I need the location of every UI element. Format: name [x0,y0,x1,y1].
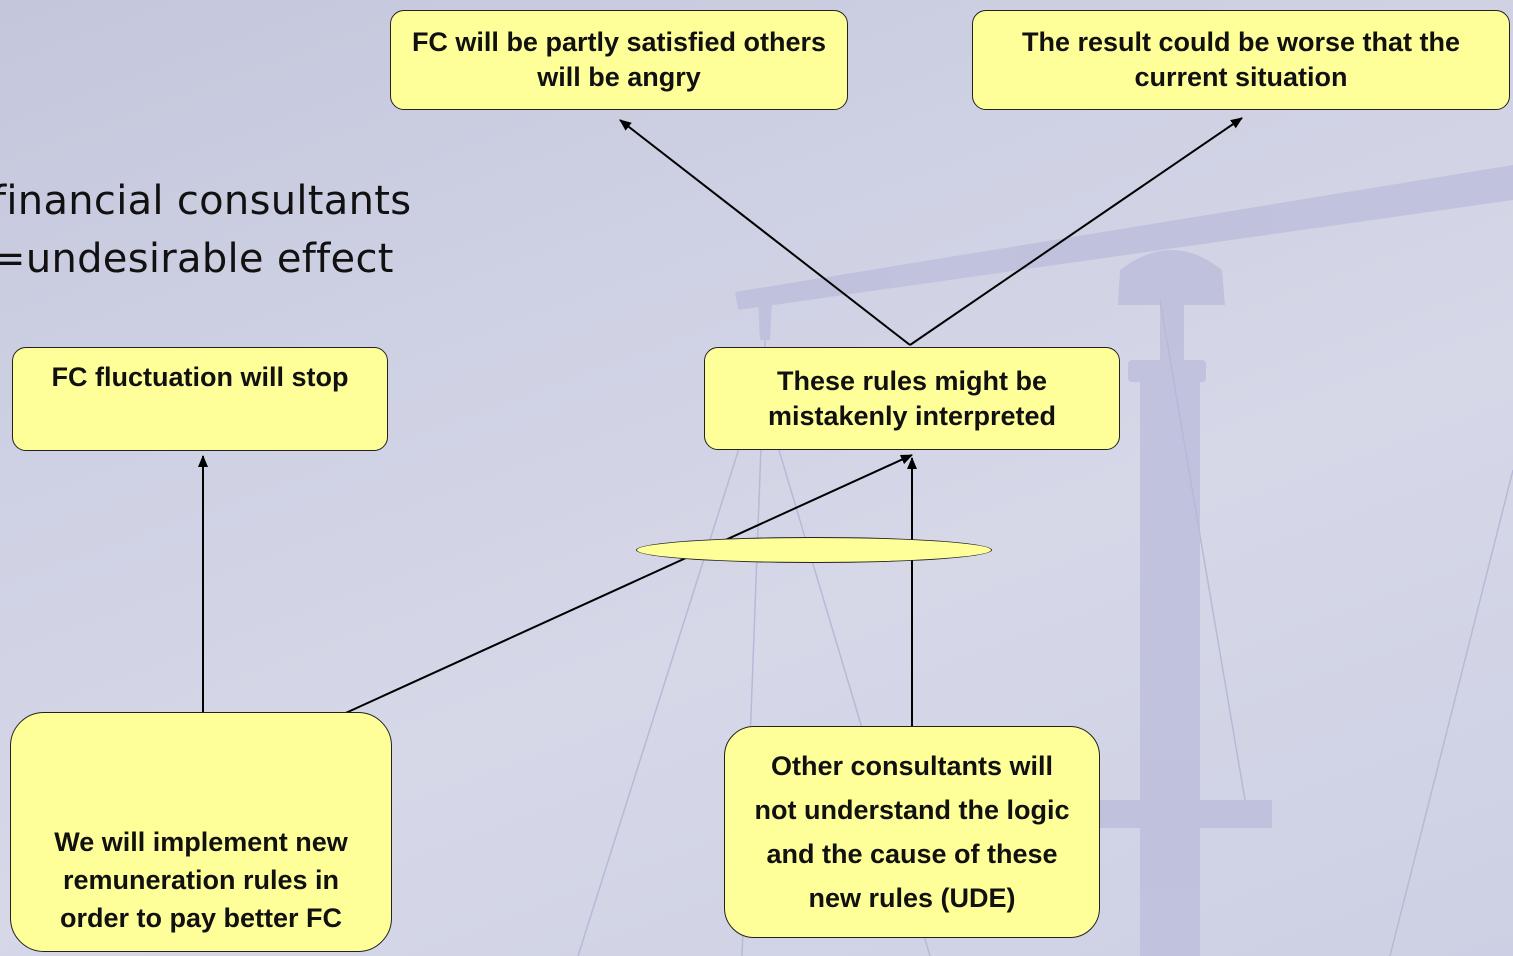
node-implement-rules: We will implement new remuneration rules… [10,712,392,952]
node-worse-result: The result could be worse that the curre… [972,10,1510,110]
node-rules-misinterpreted: These rules might be mistakenly interpre… [704,347,1120,450]
node-fluctuation-stop: FC fluctuation will stop [12,347,388,451]
arrow-misinterpreted-to-partly-satisfied [619,119,911,346]
node-fluctuation-stop-text: FC fluctuation will stop [51,362,349,392]
legend-fc-definition: financial consultants [0,178,412,224]
node-consultants-misunderstand: Other consultants will not understand th… [724,726,1100,938]
node-rules-misinterpreted-text: These rules might be mistakenly interpre… [767,365,1057,431]
node-fc-partly-satisfied-text: FC will be partly satisfied others will … [411,27,827,92]
node-worse-result-text: The result could be worse that the curre… [1021,27,1461,92]
node-consultants-misunderstand-text: Other consultants will not understand th… [754,751,1070,913]
node-implement-rules-text: We will implement new remuneration rules… [54,827,348,933]
legend-ude-definition: =undesirable effect [0,236,394,282]
arrow-misinterpreted-to-worse-result [909,117,1243,346]
and-connector-ellipse [636,537,992,563]
node-fc-partly-satisfied: FC will be partly satisfied others will … [390,10,848,110]
